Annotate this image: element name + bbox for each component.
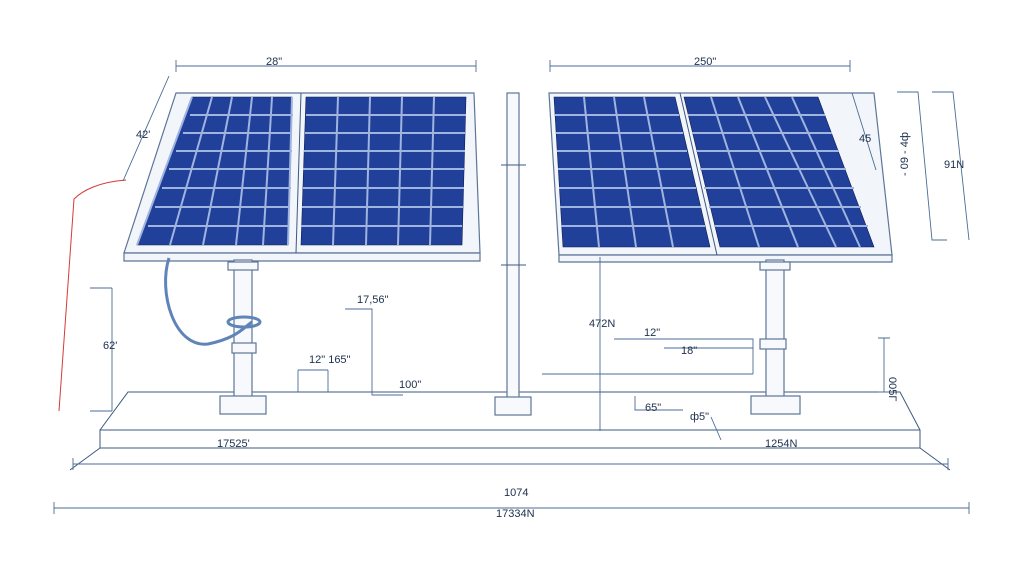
label-bottom-right: 1254N bbox=[765, 438, 797, 450]
label-right-vert-1: - 09 - 4ф bbox=[899, 132, 911, 176]
label-right-12: 12" bbox=[644, 327, 660, 339]
label-bottom-left: 17525' bbox=[217, 438, 250, 450]
right-post bbox=[765, 259, 785, 401]
label-left-height: 62' bbox=[103, 340, 117, 352]
center-support bbox=[494, 92, 532, 416]
cable bbox=[164, 257, 253, 346]
left-panel-array bbox=[123, 92, 481, 415]
label-bottom-total-2: 17334N bbox=[496, 508, 535, 520]
label-top-left: 28" bbox=[266, 56, 282, 68]
dimension-lines bbox=[53, 60, 970, 514]
right-panel-2-cells bbox=[683, 96, 875, 248]
label-right-18: 18" bbox=[681, 345, 697, 357]
left-panel-2-cells bbox=[300, 96, 467, 246]
center-post bbox=[506, 92, 520, 400]
left-panel-1-cells bbox=[136, 96, 293, 246]
labels: 28" 250" 42' 62' 17,56" 12" 165" 100" 47… bbox=[103, 56, 964, 520]
right-post-base bbox=[750, 395, 801, 415]
right-panel-array bbox=[548, 92, 893, 415]
label-right-45-small: ф5" bbox=[690, 411, 709, 423]
label-mid-1756: 17,56" bbox=[357, 294, 389, 306]
label-right-vert-3: 005Г bbox=[886, 377, 898, 401]
center-post-base bbox=[494, 396, 532, 416]
label-top-right: 250" bbox=[694, 56, 716, 68]
label-mid-12-165: 12" 165" bbox=[309, 354, 351, 366]
label-left-tilt: 42' bbox=[136, 129, 150, 141]
red-dimension bbox=[58, 179, 127, 412]
label-right-45: 45 bbox=[859, 133, 871, 145]
label-bottom-total: 1074 bbox=[504, 487, 528, 499]
label-right-65: 65" bbox=[645, 402, 661, 414]
label-right-472: 472N bbox=[589, 318, 615, 330]
label-mid-100: 100" bbox=[399, 379, 421, 391]
left-post-base bbox=[219, 395, 267, 415]
right-panel-1-cells bbox=[553, 96, 711, 248]
label-right-vert-2: 91N bbox=[944, 159, 964, 171]
